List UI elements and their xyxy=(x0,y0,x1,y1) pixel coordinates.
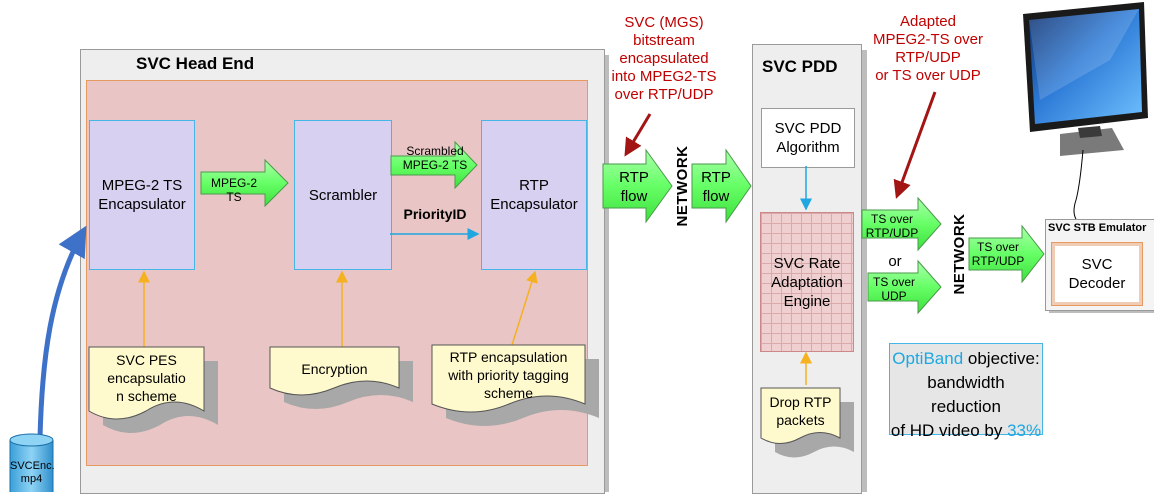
scrambled-arrow-label: Scrambled MPEG-2 TS xyxy=(402,144,468,172)
objective-box: OptiBand objective: bandwidth reduction … xyxy=(889,343,1043,440)
rtp-flow-arrow-1 xyxy=(602,148,673,224)
note-drop: Drop RTP packets xyxy=(769,394,832,428)
pdd-algorithm-block: SVC PDD Algorithm xyxy=(761,108,855,168)
ts-rtp-label: TS over RTP/UDP xyxy=(865,212,919,240)
ts-final-arrow xyxy=(968,224,1045,284)
pdd-title: SVC PDD xyxy=(762,57,838,76)
annotation-left-arrow xyxy=(624,113,652,157)
objective-brand: OptiBand xyxy=(892,349,964,368)
ts-final-label: TS over RTP/UDP xyxy=(971,240,1025,268)
objective-line2: bandwidth reduction xyxy=(927,373,1005,416)
note-pes: SVC PES encapsulatio n scheme xyxy=(107,352,186,404)
note-encryption: Encryption xyxy=(301,361,368,377)
mpeg2ts-encapsulator-block: MPEG-2 TS Encapsulator xyxy=(89,120,195,270)
scrambler-block: Scrambler xyxy=(294,120,392,270)
mpeg2ts-arrow xyxy=(200,158,289,208)
network-label-2: NETWORK xyxy=(951,213,968,295)
annotation-right-arrow xyxy=(893,91,937,199)
head-end-title: SVC Head End xyxy=(136,54,255,73)
ts-udp-label: TS over UDP xyxy=(872,275,915,303)
rtp-encapsulator-block: RTP Encapsulator xyxy=(481,120,587,270)
rtp-flow-arrow-2 xyxy=(691,148,752,224)
annotation-right: Adapted MPEG2-TS over RTP/UDP or TS over… xyxy=(872,13,984,84)
monitor-icon xyxy=(1023,2,1148,220)
network-label-1: NETWORK xyxy=(674,145,691,227)
mpeg2ts-arrow-label: MPEG-2 TS xyxy=(210,176,257,204)
note-rtp-shape xyxy=(431,344,599,426)
file-label: SVCEnc. mp4 xyxy=(10,460,55,485)
note-drop-shape xyxy=(760,387,854,458)
note-pes-shape xyxy=(88,346,218,433)
rtp-flow-label-1: RTP flow xyxy=(619,169,649,205)
input-curve-arrow xyxy=(37,225,87,439)
stb-emulator-title: SVC STB Emulator xyxy=(1048,222,1147,234)
note-rtp: RTP encapsulation with priority tagging … xyxy=(448,349,569,401)
priority-id-label: PriorityID xyxy=(403,206,467,222)
objective-percent: 33% xyxy=(1007,421,1042,440)
ts-rtp-arrow xyxy=(861,196,942,252)
or-label: or xyxy=(888,253,902,270)
annotation-left: SVC (MGS) bitstream encapsulated into MP… xyxy=(611,14,717,103)
file-cylinder-icon xyxy=(9,433,54,492)
note-encryption-shape xyxy=(269,346,413,409)
scrambled-arrow xyxy=(390,140,478,190)
ts-udp-arrow xyxy=(867,259,942,315)
rtp-flow-label-2: RTP flow xyxy=(701,169,731,205)
svc-decoder-block: SVC Decoder xyxy=(1051,242,1143,306)
rate-adaptation-engine-block: SVC Rate Adaptation Engine xyxy=(760,212,854,352)
